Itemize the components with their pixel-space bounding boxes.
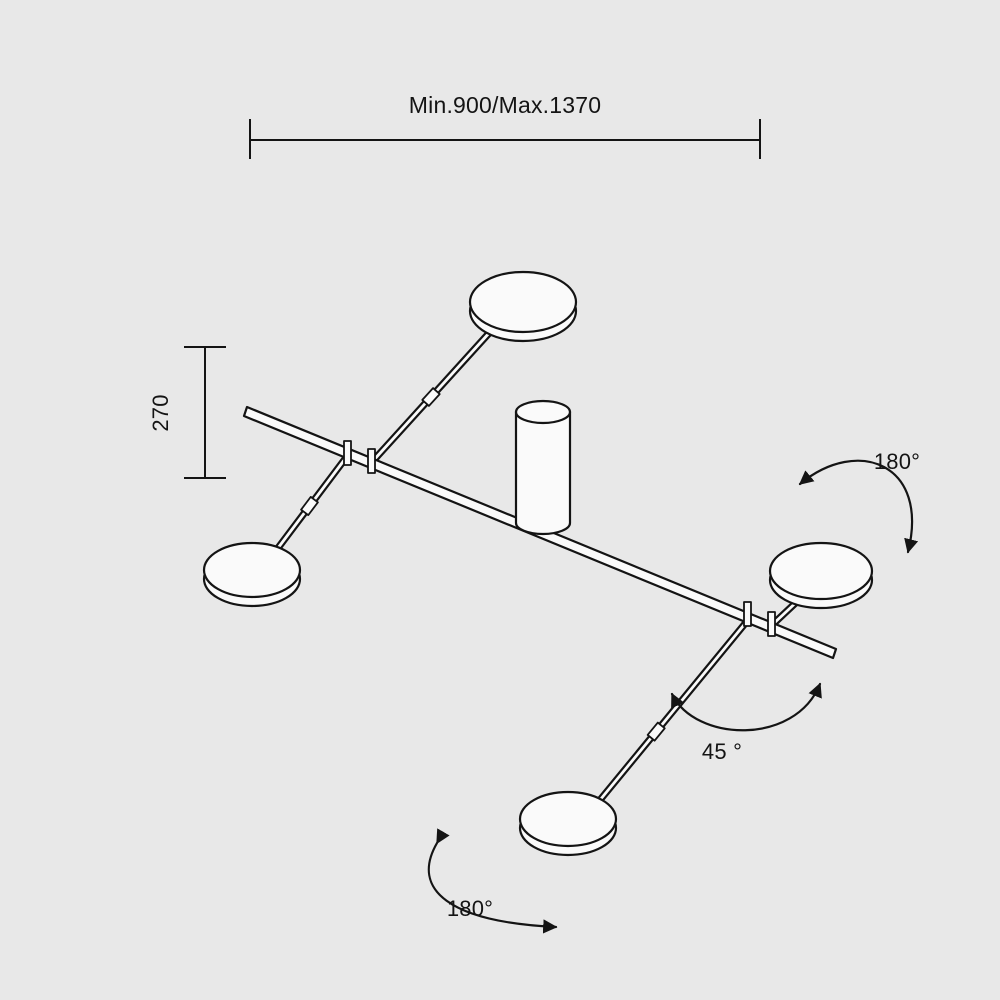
rotation-label-bottom-left: 180° bbox=[447, 896, 493, 921]
sleeve-bottom-arm bbox=[646, 721, 666, 742]
lamp-head-top bbox=[468, 270, 578, 343]
lamp-head-left bbox=[202, 541, 302, 608]
lamp-head-right bbox=[768, 541, 874, 610]
mount-cylinder bbox=[514, 399, 572, 536]
clamp-left-arm bbox=[343, 440, 352, 466]
clamp-top-arm bbox=[367, 448, 376, 474]
rotation-arrow-middle bbox=[670, 682, 822, 732]
sleeve-left-arm bbox=[300, 496, 319, 516]
width-dimension-label: Min.900/Max.1370 bbox=[409, 92, 601, 118]
rotation-arrow-top-right bbox=[798, 459, 919, 554]
rotation-arrow-bottom-left bbox=[427, 828, 558, 934]
rotation-label-middle: 45 ° bbox=[702, 739, 742, 764]
width-dimension-line bbox=[249, 119, 761, 159]
clamp-bottom-arm bbox=[743, 601, 752, 627]
height-dimension-line bbox=[184, 346, 226, 479]
height-dimension-label: 270 bbox=[148, 394, 173, 431]
sleeve-top-arm bbox=[421, 387, 441, 407]
clamp-right-stem bbox=[767, 611, 776, 637]
lamp-head-bottom bbox=[518, 790, 618, 857]
rotation-label-top-right: 180° bbox=[874, 449, 920, 474]
